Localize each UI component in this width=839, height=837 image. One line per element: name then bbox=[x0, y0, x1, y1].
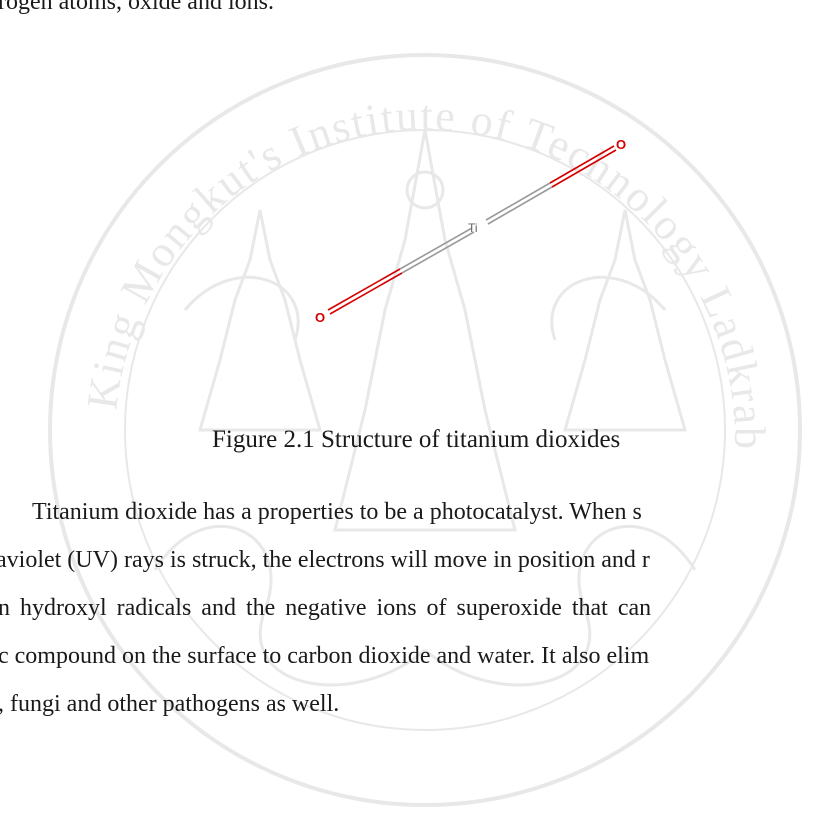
titanium-atom-label: Ti bbox=[468, 221, 478, 235]
paragraph-line-5: , fungi and other pathogens as well. bbox=[0, 691, 340, 717]
oxygen-atom-label-2: O bbox=[616, 137, 626, 152]
top-text-fragment: rogen atoms, oxide and ions. bbox=[0, 0, 274, 15]
paragraph-line-3: n hydroxyl radicals and the negative ion… bbox=[0, 595, 652, 621]
figure-caption: Figure 2.1 Structure of titanium dioxide… bbox=[212, 426, 621, 453]
university-seal-watermark: King Mongkut's Institute of Technology L… bbox=[35, 10, 802, 807]
bond-ti-o2 bbox=[485, 145, 617, 225]
oxygen-atom-label-1: O bbox=[315, 310, 325, 325]
paragraph-line-2: aviolet (UV) rays is struck, the electro… bbox=[0, 547, 650, 573]
paragraph-line-1: Titanium dioxide has a properties to be … bbox=[32, 499, 642, 525]
paragraph-line-4: c compound on the surface to carbon diox… bbox=[0, 643, 650, 669]
bond-o1-ti bbox=[327, 227, 475, 315]
